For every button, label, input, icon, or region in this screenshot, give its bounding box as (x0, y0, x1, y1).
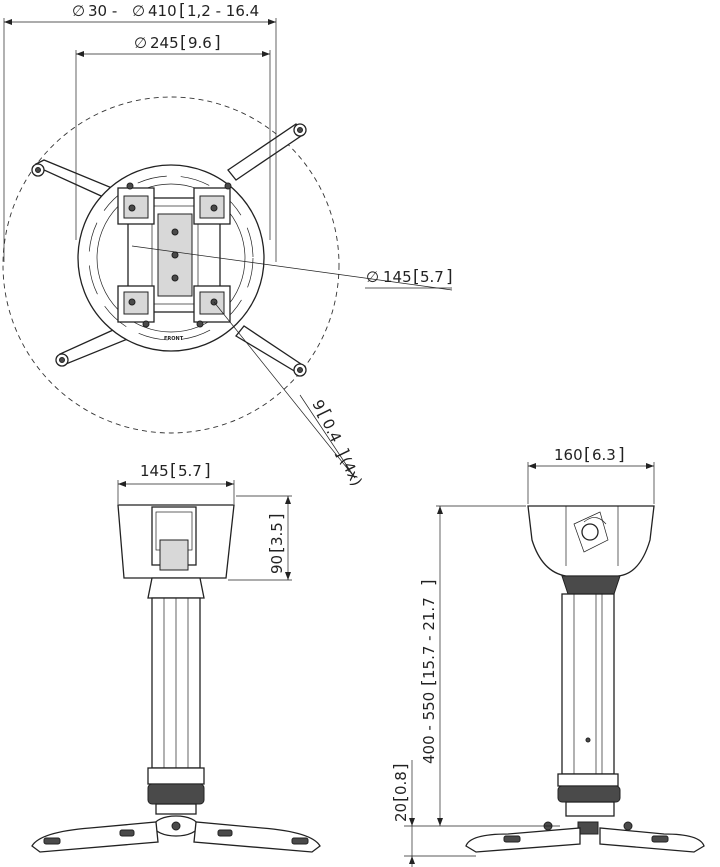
svg-text:]: ] (618, 445, 625, 465)
front-view: 145 [ 5.7 ] 90 [ 3.5 ] (31, 461, 321, 853)
svg-text:145: 145 (383, 268, 412, 286)
top-view: FRONT ∅ 30 - ∅ 410 [ 1,2 - 16.4 ∅ 245 [ … (2, 1, 453, 489)
svg-text:[: [ (180, 33, 187, 53)
svg-text:400 - 550: 400 - 550 (420, 692, 438, 764)
corner-clamp-top-left (117, 187, 155, 225)
dim-hole-size: 9 [ 0.4 ] (4x) (213, 301, 366, 489)
side-pole (561, 593, 615, 775)
arm-top-left (31, 159, 113, 201)
svg-text:3.5: 3.5 (268, 522, 286, 546)
svg-text:[: [ (413, 267, 420, 287)
front-foot-right (193, 821, 321, 853)
dim-outer-diameter: ∅ 30 - ∅ 410 [ 1,2 - 16.4 (3, 1, 277, 262)
svg-text:∅: ∅ (132, 2, 145, 20)
svg-text:245: 245 (150, 34, 179, 52)
svg-text:∅: ∅ (366, 268, 379, 286)
svg-text:]: ] (204, 461, 211, 481)
svg-text:30 -: 30 - (88, 2, 117, 20)
corner-clamp-top-right (193, 187, 231, 225)
arm-bottom-right (235, 325, 307, 377)
svg-text:0.8: 0.8 (392, 771, 410, 795)
arm-bottom-left (55, 325, 131, 367)
svg-text:5.7: 5.7 (178, 462, 202, 480)
svg-text:6.3: 6.3 (592, 446, 616, 464)
plate-screw (126, 182, 134, 190)
svg-text:[: [ (391, 795, 411, 802)
dim-hole-circle: ∅ 145 [ 5.7 ] (131, 245, 453, 291)
front-joint (147, 783, 205, 805)
svg-text:[: [ (584, 445, 591, 465)
svg-text:410: 410 (148, 2, 177, 20)
svg-text:]: ] (214, 33, 221, 53)
outer-range-circle (2, 96, 340, 434)
svg-text:∅: ∅ (134, 34, 147, 52)
svg-text:[: [ (419, 679, 439, 686)
svg-text:[: [ (267, 546, 287, 553)
side-base-block (577, 821, 599, 835)
front-mark: FRONT (164, 336, 184, 342)
dim-front-width: 145 [ 5.7 ] (117, 461, 235, 504)
plate-screw (224, 182, 232, 190)
tilt-knob (581, 523, 599, 541)
corner-clamp-bottom-right (193, 285, 231, 323)
dim-side-width: 160 [ 6.3 ] (527, 445, 655, 504)
dim-pole-length: 400 - 550 [ 15.7 - 21.7 ] (419, 505, 560, 827)
svg-text:]: ] (267, 513, 287, 520)
svg-text:[: [ (170, 461, 177, 481)
dim-base-height: 20 [ 0.8 ] (391, 760, 476, 867)
arm-top-right (227, 123, 307, 181)
dim-plate-diameter: ∅ 245 [ 9.6 ] (75, 33, 271, 240)
svg-text:[: [ (179, 1, 186, 21)
svg-text:(4x): (4x) (336, 454, 365, 489)
dim-cup-height: 90 [ 3.5 ] (228, 495, 292, 581)
svg-text:160: 160 (554, 446, 583, 464)
inner-ring (96, 183, 246, 333)
svg-text:1,2 - 16.4: 1,2 - 16.4 (187, 2, 259, 20)
side-view: 160 [ 6.3 ] 400 - 550 [ 15.7 - 21.7 ] 20… (391, 445, 705, 867)
svg-text:]: ] (391, 763, 411, 770)
svg-text:∅: ∅ (72, 2, 85, 20)
svg-text:15.7 - 21.7: 15.7 - 21.7 (420, 597, 438, 679)
svg-text:9.6: 9.6 (188, 34, 212, 52)
svg-text:145: 145 (140, 462, 169, 480)
svg-text:5.7: 5.7 (420, 268, 444, 286)
svg-text:]: ] (446, 267, 453, 287)
svg-text:90: 90 (268, 555, 286, 574)
svg-text:]: ] (419, 579, 439, 586)
corner-clamp-bottom-left (117, 285, 155, 323)
slot-ring (88, 175, 254, 341)
side-neck (561, 575, 621, 595)
svg-text:0.4: 0.4 (318, 416, 345, 445)
front-foot-left (31, 821, 159, 853)
plate-screw (142, 320, 150, 328)
svg-text:20: 20 (392, 803, 410, 822)
plate-screw (196, 320, 204, 328)
side-foot-left (465, 827, 581, 853)
